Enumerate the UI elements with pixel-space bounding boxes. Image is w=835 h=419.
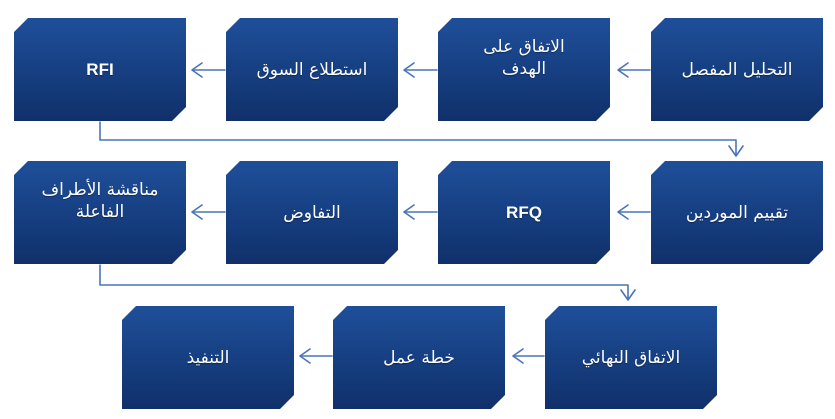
step-action-plan: خطة عمل [333, 306, 505, 409]
arrow-head-analysis-to-goal [617, 62, 629, 78]
arrow-head-goal-to-market [403, 62, 415, 78]
step-supplier-evaluation: تقييم الموردين [651, 161, 823, 264]
step-execution: التنفيذ [122, 306, 294, 409]
arrow-head-negotiation-to-discussion [191, 204, 203, 220]
arrow-head-rfq-to-negotiation [403, 204, 415, 220]
step-market-research: استطلاع السوق [226, 18, 398, 121]
step-label: الاتفاق على الهدف [483, 37, 565, 79]
step-goal-agreement: الاتفاق على الهدف [438, 18, 610, 121]
step-final-agreement: الاتفاق النهائي [545, 306, 717, 409]
step-label: مناقشة الأطراف الفاعلة [41, 180, 159, 222]
step-label: RFQ [506, 202, 542, 222]
step-stakeholder-discussion: مناقشة الأطراف الفاعلة [14, 161, 186, 264]
arrow-head-market-to-rfi [191, 62, 203, 78]
step-label: التنفيذ [186, 347, 230, 368]
step-label: RFI [86, 59, 114, 79]
step-label: التفاوض [283, 202, 341, 223]
step-rfq: RFQ [438, 161, 610, 264]
arrow-head-plan-to-execution [299, 348, 311, 364]
arrow-rfi-to-suppliers [99, 121, 737, 155]
step-negotiation: التفاوض [226, 161, 398, 264]
arrow-discussion-to-final [99, 264, 629, 299]
step-label: التحليل المفصل [681, 59, 793, 80]
step-label: تقييم الموردين [685, 202, 789, 223]
step-detailed-analysis: التحليل المفصل [651, 18, 823, 121]
step-label: استطلاع السوق [256, 59, 368, 80]
arrow-head-suppliers-to-rfq [617, 204, 629, 220]
arrow-head-final-to-plan [512, 348, 524, 364]
arrow-head-rfi-to-suppliers [728, 145, 744, 157]
step-rfi: RFI [14, 18, 186, 121]
arrow-head-discussion-to-final [620, 289, 636, 301]
step-label: خطة عمل [383, 347, 455, 368]
step-label: الاتفاق النهائي [581, 347, 681, 368]
